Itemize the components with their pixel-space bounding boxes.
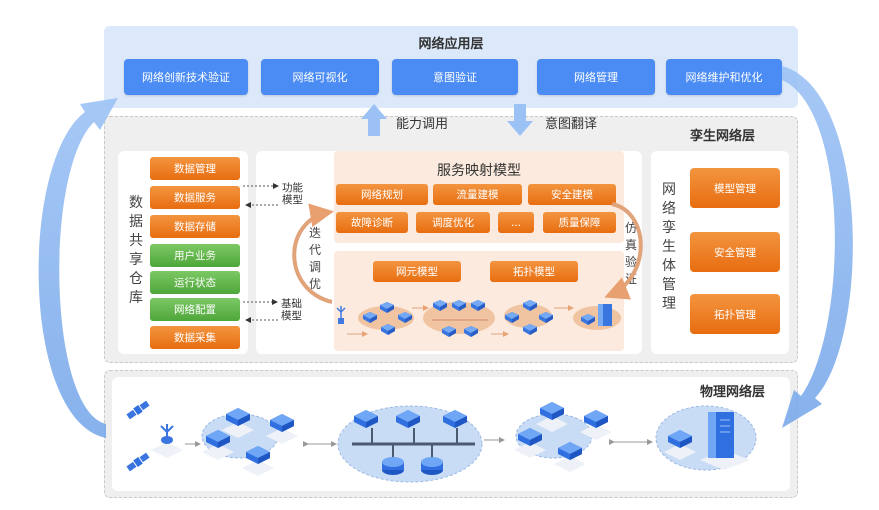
physical-topology <box>126 400 757 483</box>
title-char: 仓 <box>129 271 143 287</box>
data-item-user-business[interactable]: 用户业务 <box>150 244 240 267</box>
server-icon <box>700 412 750 470</box>
network-element-model[interactable]: 网元模型 <box>373 261 461 282</box>
model-management-button[interactable]: 模型管理 <box>690 168 780 208</box>
topology-management-button[interactable]: 拓扑管理 <box>690 294 780 334</box>
label-char: 验 <box>624 255 637 269</box>
title-char: 络 <box>662 201 676 217</box>
title-char: 理 <box>662 296 676 312</box>
title-char: 生 <box>662 239 676 255</box>
label-char: 迭 <box>308 226 321 240</box>
svc-fault-diagnosis[interactable]: 故障诊断 <box>336 212 408 233</box>
svc-security-modeling[interactable]: 安全建模 <box>528 184 616 205</box>
label-char: 调 <box>308 260 321 274</box>
label-char: 真 <box>624 238 637 252</box>
title-char: 享 <box>129 252 143 268</box>
title-char: 孪 <box>662 220 676 236</box>
label-line: 模型 <box>281 310 302 322</box>
title-char: 数 <box>129 195 143 211</box>
mini-topology <box>336 300 621 337</box>
right-feedback-arrow <box>782 66 853 428</box>
title-char: 据 <box>129 214 143 230</box>
topology-model[interactable]: 拓扑模型 <box>490 261 578 282</box>
function-model-label: 功能 模型 <box>282 182 303 206</box>
title-char: 共 <box>129 233 143 249</box>
service-mapping-title: 服务映射模型 <box>437 163 521 179</box>
data-item-management[interactable]: 数据管理 <box>150 157 240 180</box>
satellite-icon <box>126 452 150 472</box>
label-char: 仿 <box>624 221 637 235</box>
title-char: 体 <box>662 258 676 274</box>
left-feedback-arrow <box>38 98 118 438</box>
twin-layer-title: 孪生网络层 <box>690 129 756 144</box>
ability-call-label: 能力调用 <box>396 117 449 132</box>
data-item-running-status[interactable]: 运行状态 <box>150 271 240 294</box>
physical-layer-title: 物理网络层 <box>700 385 766 400</box>
data-repository-title: 数 据 共 享 仓 库 <box>127 194 145 308</box>
data-item-collection[interactable]: 数据采集 <box>150 326 240 349</box>
title-char: 网 <box>662 182 676 198</box>
data-item-service[interactable]: 数据服务 <box>150 186 240 209</box>
app-item-maintenance-optimization[interactable]: 网络维护和优化 <box>666 59 782 95</box>
application-layer-title: 网络应用层 <box>418 37 484 52</box>
twin-management-title: 网 络 孪 生 体 管 理 <box>660 181 678 314</box>
security-management-button[interactable]: 安全管理 <box>690 232 780 272</box>
label-line: 功能 <box>282 182 303 194</box>
data-item-storage[interactable]: 数据存储 <box>150 215 240 238</box>
title-char: 库 <box>129 290 143 306</box>
label-line: 基础 <box>281 298 302 310</box>
title-char: 管 <box>662 277 676 293</box>
iterate-arc-arrow <box>292 203 334 304</box>
satellite-icon <box>126 400 150 420</box>
app-item-intent-verify[interactable]: 意图验证 <box>392 59 518 95</box>
app-item-innovation-verify[interactable]: 网络创新技术验证 <box>124 59 248 95</box>
simulate-arc-arrow <box>604 202 643 300</box>
svc-network-planning[interactable]: 网络规划 <box>336 184 428 205</box>
server-icon-small <box>598 304 612 326</box>
app-item-network-management[interactable]: 网络管理 <box>537 59 655 95</box>
label-line: 模型 <box>282 194 303 206</box>
svc-scheduling-optimization[interactable]: 调度优化 <box>416 212 490 233</box>
intent-translate-label: 意图翻译 <box>545 117 598 132</box>
app-item-visualization[interactable]: 网络可视化 <box>261 59 379 95</box>
data-item-network-config[interactable]: 网络配置 <box>150 298 240 321</box>
svc-quality-assurance[interactable]: 质量保障 <box>543 212 616 233</box>
intent-translate-arrow <box>507 104 533 136</box>
label-char: 优 <box>308 277 321 291</box>
antenna-icon <box>336 306 346 324</box>
svc-traffic-modeling[interactable]: 流量建模 <box>433 184 522 205</box>
router-icon <box>421 457 443 475</box>
ability-call-arrow <box>361 104 387 136</box>
base-model-label: 基础 模型 <box>281 298 302 322</box>
router-icon <box>382 457 404 475</box>
label-char: 代 <box>308 243 321 257</box>
iterate-optimize-label: 迭 代 调 优 <box>306 225 324 293</box>
svc-more[interactable]: ... <box>498 212 534 233</box>
base-station-icon <box>151 424 183 458</box>
